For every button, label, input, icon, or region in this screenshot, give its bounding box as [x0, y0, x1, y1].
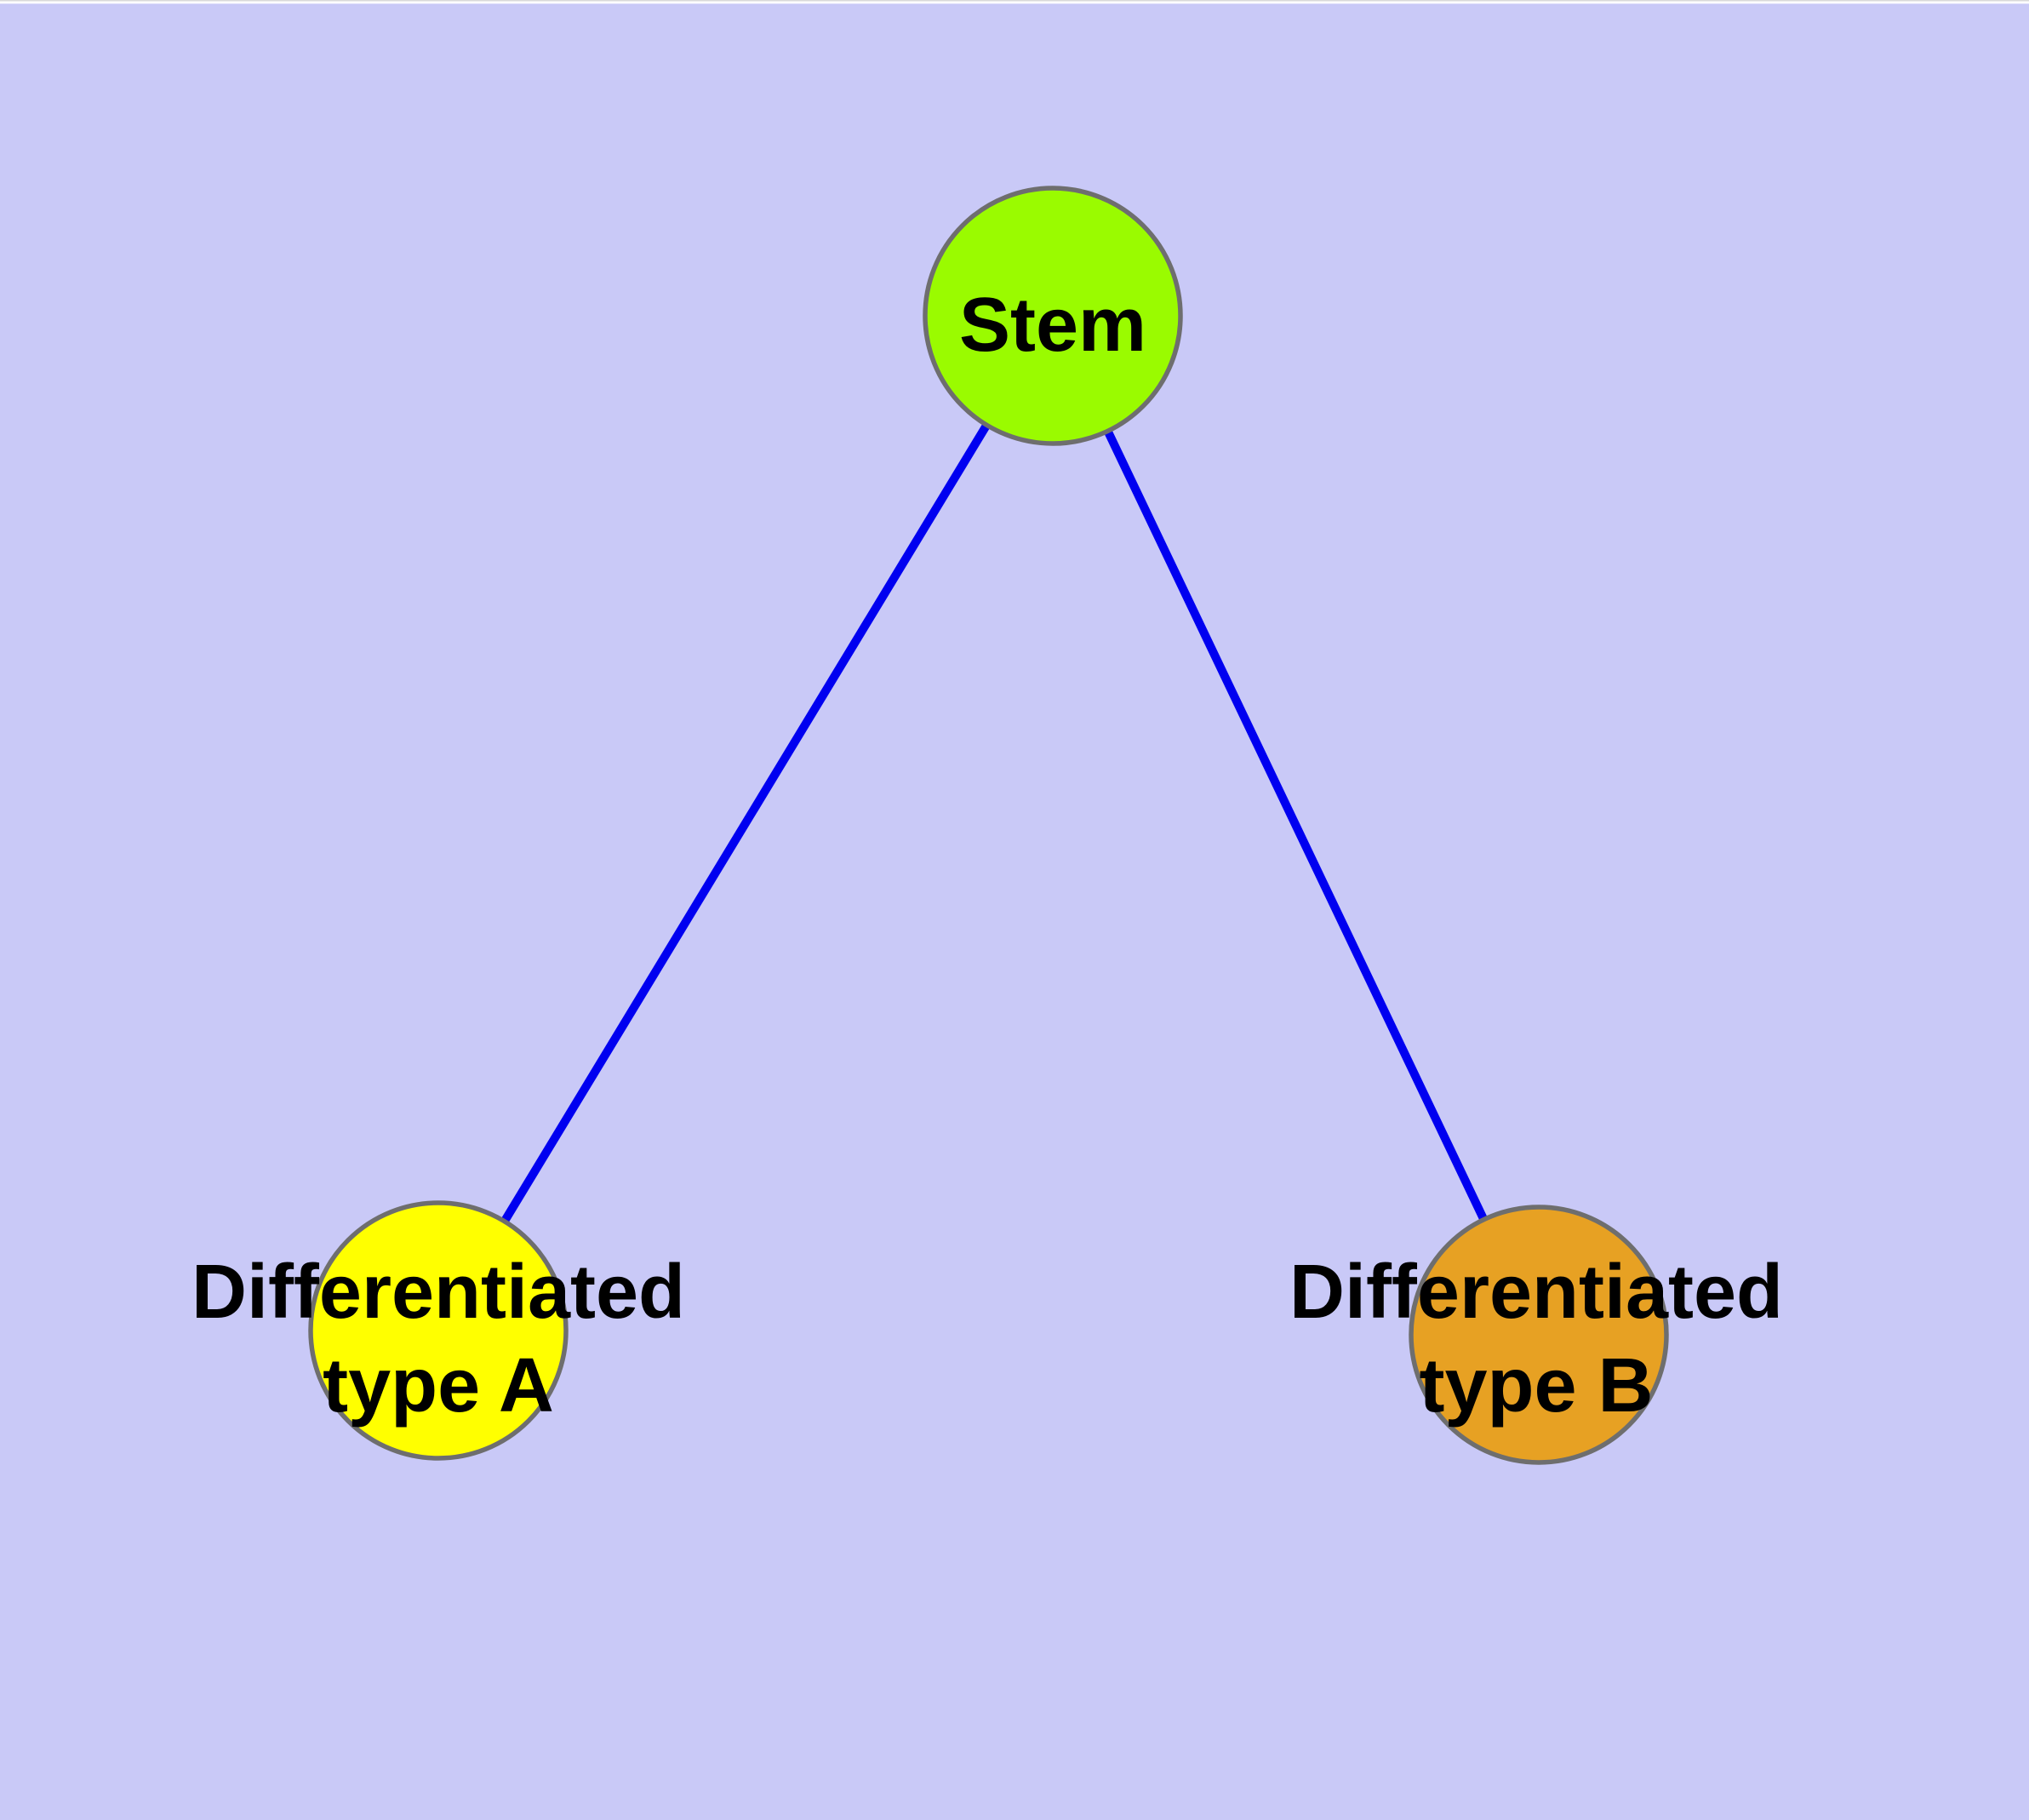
node-differentiated-type-a: [308, 1200, 569, 1461]
node-differentiated-type-b: [1409, 1205, 1669, 1465]
node-type-a-label-line1: Differentiated: [191, 1250, 685, 1335]
node-type-b-label-line2: type B: [1419, 1343, 1653, 1428]
window-top-edge-strip: [0, 1, 2029, 4]
node-type-b-label-line1: Differentiated: [1289, 1250, 1783, 1335]
node-type-a-label-line2: type A: [323, 1343, 554, 1428]
window-top-edge-line: [0, 0, 2029, 2]
node-stem: [923, 186, 1183, 446]
edge-stem-to-type-b: [1049, 313, 1543, 1337]
edge-stem-to-type-a: [434, 313, 1057, 1333]
node-stem-label: Stem: [959, 283, 1146, 368]
